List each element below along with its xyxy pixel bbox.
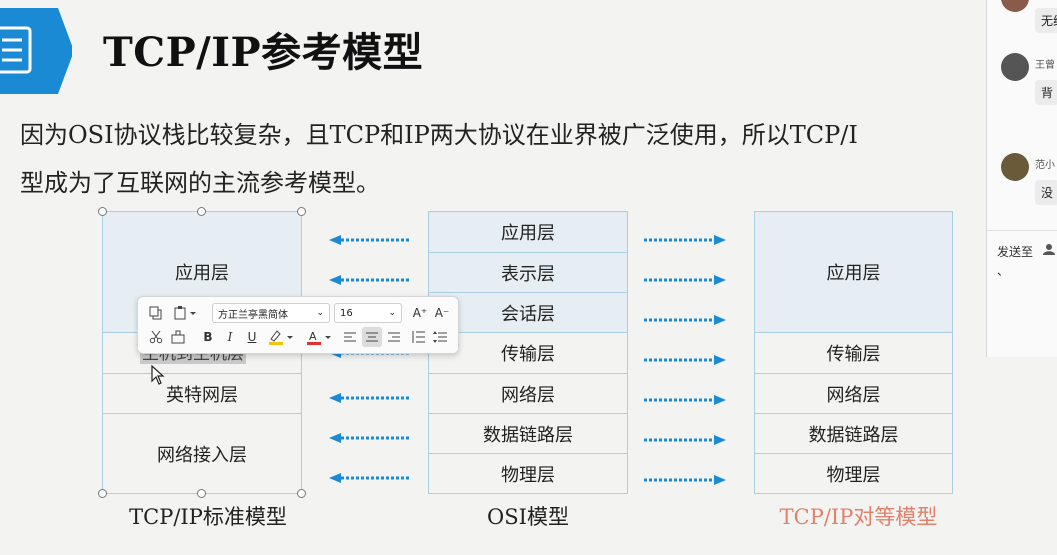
svg-text:A: A [309, 330, 317, 343]
align-center-icon[interactable] [362, 327, 382, 347]
paragraph-spacing-icon[interactable] [430, 327, 450, 347]
shrink-font-button[interactable]: A⁻ [432, 303, 452, 323]
avatar[interactable] [1001, 53, 1029, 81]
italic-button[interactable]: I [220, 327, 240, 347]
resize-handle[interactable] [98, 489, 107, 498]
paste-icon[interactable] [172, 303, 200, 323]
tcpip-standard-layer: 网络接入层 [103, 413, 301, 494]
chat-panel: 无线 王曾 背 范小 没 发送至 、 [986, 0, 1057, 357]
mouse-cursor-icon [151, 365, 165, 385]
osi-layer: 物理层 [429, 453, 627, 494]
arrow-right-icon [644, 435, 726, 445]
arrow-left-icon [329, 473, 411, 483]
tcpip-peer-layer: 应用层 [755, 212, 952, 332]
tcpip-standard-label: TCP/IP标准模型 [129, 505, 287, 529]
underline-icon: U [247, 330, 257, 344]
chat-bubble: 没 [1035, 180, 1057, 205]
grow-font-button[interactable]: A⁺ [410, 303, 430, 323]
chat-sender-name: 范小 [1035, 160, 1055, 171]
send-to-label: 发送至 [997, 245, 1034, 259]
bold-button[interactable]: B [198, 327, 218, 347]
slide-title: TCP/IP参考模型 [103, 29, 424, 76]
resize-handle[interactable] [98, 207, 107, 216]
body-text-line-2: 型成为了互联网的主流参考模型。 [20, 169, 380, 197]
chevron-down-icon: ⌄ [316, 308, 324, 318]
tcpip-peer-column: 应用层 传输层 网络层 数据链路层 物理层 [754, 211, 953, 494]
arrow-right-icon [644, 235, 726, 245]
tcpip-peer-layer: 网络层 [755, 373, 952, 413]
osi-layer: 数据链路层 [429, 413, 627, 453]
chat-bubble: 无线 [1035, 8, 1057, 33]
arrow-left-icon [329, 275, 411, 285]
bold-icon: B [203, 330, 213, 344]
avatar[interactable] [1001, 153, 1029, 181]
osi-column: 应用层 表示层 会话层 传输层 网络层 数据链路层 物理层 [428, 211, 628, 494]
arrow-right-icon [644, 355, 726, 365]
tcpip-standard-layer: 英特网层 [103, 373, 301, 413]
cut-icon[interactable] [146, 327, 166, 347]
resize-handle[interactable] [297, 489, 306, 498]
arrow-left-icon [329, 433, 411, 443]
chat-sender-name: 王曾 [1035, 60, 1055, 71]
copy-icon[interactable] [146, 303, 166, 323]
tcpip-peer-layer: 物理层 [755, 453, 952, 494]
font-size-value: 16 [340, 307, 353, 319]
resize-handle[interactable] [197, 489, 206, 498]
arrow-right-icon [644, 475, 726, 485]
user-icon[interactable] [1043, 243, 1055, 255]
font-family-value: 方正兰亭黑简体 [218, 309, 288, 321]
align-left-icon[interactable] [340, 327, 360, 347]
arrow-left-icon [329, 235, 411, 245]
osi-layer: 传输层 [429, 332, 627, 373]
underline-button[interactable]: U [242, 327, 262, 347]
font-color-button[interactable]: A [304, 327, 334, 347]
chat-bubble: 背 [1035, 80, 1057, 105]
chevron-down-icon: ⌄ [388, 308, 396, 318]
title-badge-icon [0, 8, 72, 94]
floating-format-toolbar: 方正兰亭黑简体 ⌄ 16 ⌄ A⁺ A⁻ B I U A [137, 296, 459, 354]
arrow-left-icon [329, 393, 411, 403]
tcpip-peer-layer: 数据链路层 [755, 413, 952, 453]
grow-font-icon: A⁺ [412, 306, 428, 320]
osi-layer: 网络层 [429, 373, 627, 413]
font-family-select[interactable]: 方正兰亭黑简体 ⌄ [212, 303, 330, 323]
arrow-right-icon [644, 275, 726, 285]
resize-handle[interactable] [297, 207, 306, 216]
italic-icon: I [227, 330, 233, 344]
line-spacing-icon[interactable] [408, 327, 428, 347]
tcpip-peer-layer: 传输层 [755, 332, 952, 373]
chat-divider [987, 230, 1057, 231]
osi-label: OSI模型 [487, 505, 569, 529]
highlight-button[interactable] [266, 327, 296, 347]
resize-handle[interactable] [197, 207, 206, 216]
align-right-icon[interactable] [384, 327, 404, 347]
font-size-select[interactable]: 16 ⌄ [334, 303, 402, 323]
osi-layer: 应用层 [429, 212, 627, 252]
tcpip-peer-label: TCP/IP对等模型 [779, 505, 938, 529]
format-painter-icon[interactable] [168, 327, 188, 347]
body-text-line-1: 因为OSI协议栈比较复杂，且TCP和IP两大协议在业界被广泛使用，所以TCP/I [20, 121, 858, 149]
avatar[interactable] [1001, 0, 1029, 12]
osi-layer: 会话层 [429, 292, 627, 332]
arrow-right-icon [644, 395, 726, 405]
chat-input-text[interactable]: 、 [997, 264, 1010, 278]
shrink-font-icon: A⁻ [434, 306, 450, 320]
arrow-right-icon [644, 315, 726, 325]
osi-layer: 表示层 [429, 252, 627, 292]
